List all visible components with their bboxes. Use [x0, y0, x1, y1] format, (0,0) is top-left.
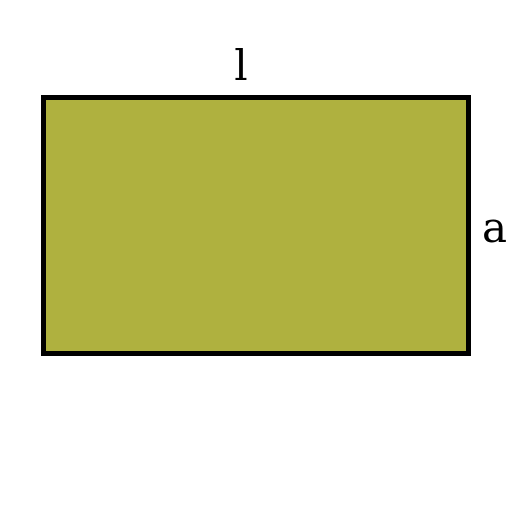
- length-label: l: [234, 41, 248, 90]
- width-label: a: [482, 203, 508, 252]
- rectangle-shape: [41, 95, 471, 356]
